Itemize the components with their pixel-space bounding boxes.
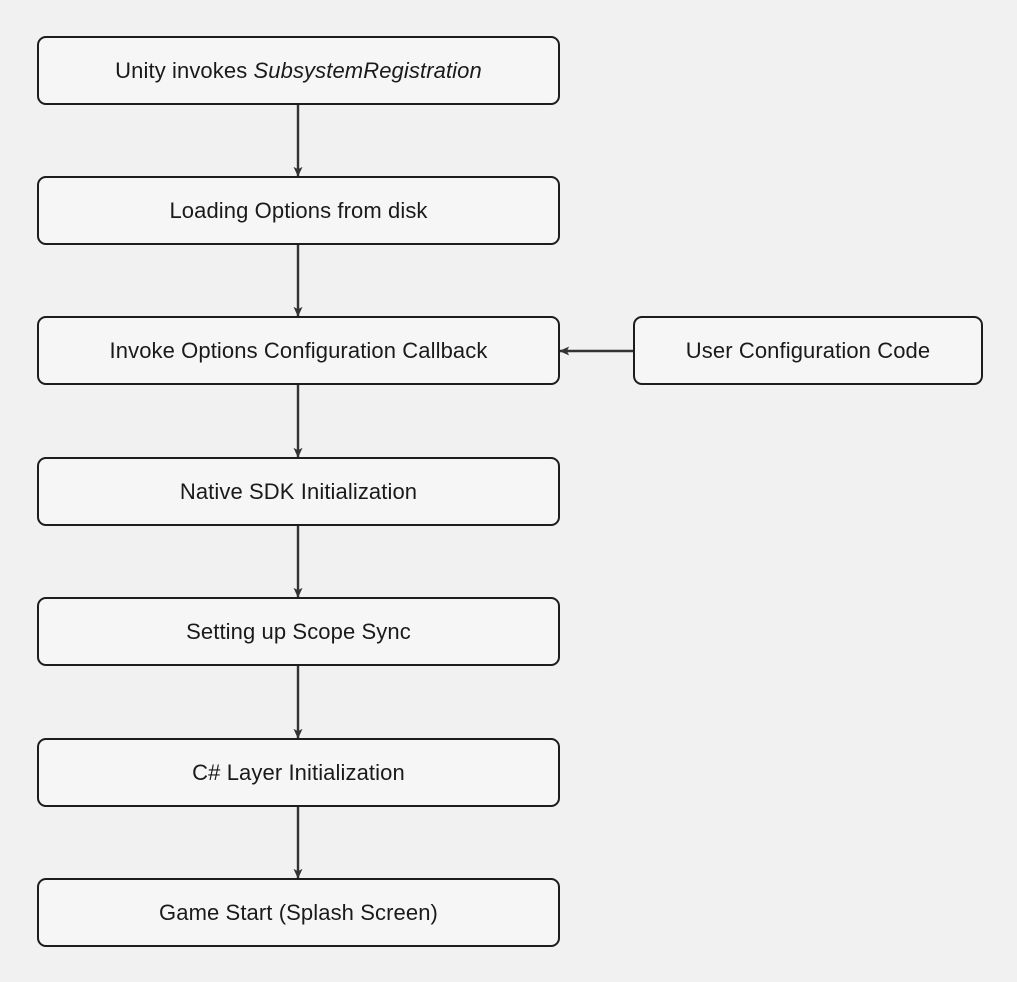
flow-node-label: Unity invokes SubsystemRegistration [101,58,496,84]
flow-node-label: Loading Options from disk [169,197,428,223]
flow-node-setting-up-scope-sync[interactable]: Setting up Scope Sync [37,597,560,666]
flow-node-label: Game Start (Splash Screen) [159,899,438,925]
flow-node-native-sdk-initialization[interactable]: Native SDK Initialization [37,457,560,526]
flow-node-label: Native SDK Initialization [179,478,418,504]
flow-node-unity-invokes-subsystemregistration[interactable]: Unity invokes SubsystemRegistration [37,36,560,105]
flow-node-label: Setting up Scope Sync [186,618,411,644]
flow-node-invoke-options-configuration-callback[interactable]: Invoke Options Configuration Callback [37,316,560,385]
flow-node-user-configuration-code[interactable]: User Configuration Code [633,316,983,385]
flow-node-label-emphasis: SubsystemRegistration [253,57,482,83]
flow-node-label: Invoke Options Configuration Callback [109,337,488,363]
flow-node-loading-options-from-disk[interactable]: Loading Options from disk [37,176,560,245]
flow-node-label: User Configuration Code [685,337,931,363]
flow-node-csharp-layer-initialization[interactable]: C# Layer Initialization [37,738,560,807]
flow-node-label: C# Layer Initialization [192,759,405,785]
flow-node-label-plain: Unity invokes [115,57,254,83]
flow-node-game-start-splash-screen[interactable]: Game Start (Splash Screen) [37,878,560,947]
